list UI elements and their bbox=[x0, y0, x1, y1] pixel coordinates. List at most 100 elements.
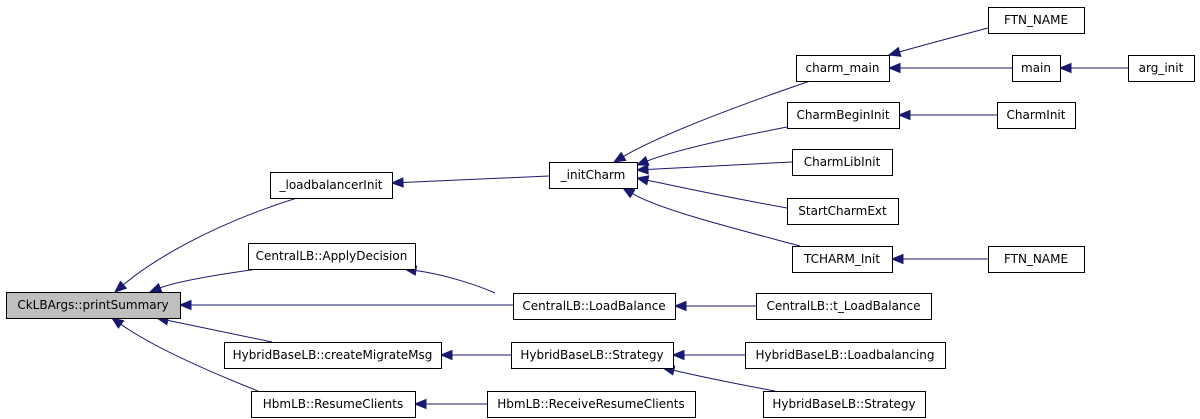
node-label: TCHARM_Init bbox=[803, 252, 880, 266]
edge-line bbox=[122, 197, 298, 286]
node-box bbox=[270, 172, 393, 199]
edge-strategy2-to-strategy1 bbox=[661, 365, 776, 392]
node-layer: CkLBArgs::printSummary_loadbalancerInitC… bbox=[6, 7, 1195, 418]
node-box bbox=[513, 293, 676, 320]
edge-loadbal-to-applydec bbox=[403, 265, 496, 294]
node-strategy2[interactable]: HybridBaseLB::Strategy bbox=[763, 391, 926, 418]
node-label: HybridBaseLB::Loadbalancing bbox=[755, 348, 934, 362]
node-box bbox=[997, 102, 1076, 129]
arrowhead-icon bbox=[635, 164, 649, 175]
edge-createmig-to-root bbox=[155, 315, 273, 343]
edge-line bbox=[646, 126, 788, 162]
node-charmbegin[interactable]: CharmBeginInit bbox=[787, 102, 900, 129]
node-arginit[interactable]: arg_init bbox=[1128, 55, 1195, 82]
node-label: charm_main bbox=[806, 61, 880, 75]
node-root[interactable]: CkLBArgs::printSummary bbox=[6, 292, 181, 319]
node-box bbox=[745, 342, 946, 369]
node-box bbox=[792, 246, 893, 273]
node-initcharm[interactable]: _initCharm bbox=[549, 162, 638, 189]
arrowhead-icon bbox=[113, 280, 128, 293]
arrowhead-icon bbox=[178, 299, 192, 311]
edge-line bbox=[646, 179, 788, 209]
node-box bbox=[487, 391, 696, 418]
node-box bbox=[248, 243, 416, 270]
node-label: CharmLibInit bbox=[804, 155, 881, 169]
node-ftn1[interactable]: FTN_NAME bbox=[988, 7, 1085, 34]
node-label: HybridBaseLB::createMigrateMsg bbox=[233, 348, 433, 362]
node-tcharm[interactable]: TCHARM_Init bbox=[792, 246, 893, 273]
node-label: HybridBaseLB::Strategy bbox=[520, 348, 663, 362]
arrowhead-icon bbox=[110, 317, 125, 329]
edge-strategy1-to-createmig bbox=[439, 349, 511, 361]
arrowhead-icon bbox=[612, 151, 627, 163]
node-box bbox=[1128, 55, 1195, 82]
arrowhead-icon bbox=[635, 175, 650, 186]
node-box bbox=[756, 293, 932, 320]
edge-line bbox=[631, 192, 801, 247]
arrowhead-icon bbox=[413, 398, 427, 410]
node-box bbox=[6, 292, 181, 319]
edge-line bbox=[646, 161, 793, 170]
arrowhead-icon bbox=[887, 46, 902, 57]
edge-line bbox=[898, 27, 989, 53]
edge-lbinit-to-root bbox=[113, 197, 298, 293]
node-box bbox=[792, 149, 893, 176]
node-loadbal[interactable]: CentralLB::LoadBalance bbox=[513, 293, 676, 320]
node-createmig[interactable]: HybridBaseLB::createMigrateMsg bbox=[224, 342, 442, 369]
edge-line bbox=[414, 269, 496, 294]
arrowhead-icon bbox=[148, 282, 163, 293]
arrowhead-icon bbox=[887, 62, 901, 74]
node-label: CentralLB::LoadBalance bbox=[522, 299, 665, 313]
edge-line bbox=[166, 319, 273, 343]
node-box bbox=[1012, 55, 1061, 82]
edge-charmbegin-to-initcharm bbox=[635, 126, 788, 166]
edge-lbing-to-strategy1 bbox=[671, 349, 745, 361]
arrowhead-icon bbox=[621, 187, 636, 199]
node-label: FTN_NAME bbox=[1004, 252, 1068, 266]
node-charmmain[interactable]: charm_main bbox=[796, 55, 890, 82]
arrowhead-icon bbox=[390, 177, 404, 188]
node-main[interactable]: main bbox=[1012, 55, 1061, 82]
node-ftn2[interactable]: FTN_NAME bbox=[988, 246, 1085, 273]
node-lbing[interactable]: HybridBaseLB::Loadbalancing bbox=[745, 342, 946, 369]
edge-line bbox=[159, 268, 259, 289]
node-applydec[interactable]: CentralLB::ApplyDecision bbox=[248, 243, 416, 270]
arrowhead-icon bbox=[671, 349, 685, 361]
edge-resumecl-to-root bbox=[110, 317, 259, 392]
node-label: main bbox=[1021, 61, 1051, 75]
node-startext[interactable]: StartCharmExt bbox=[787, 198, 899, 225]
edge-tcharm-to-initcharm bbox=[621, 187, 801, 247]
node-box bbox=[988, 7, 1085, 34]
edge-layer bbox=[110, 27, 1128, 410]
node-box bbox=[796, 55, 890, 82]
node-tloadbal[interactable]: CentralLB::t_LoadBalance bbox=[756, 293, 932, 320]
edge-initcharm-to-lbinit bbox=[390, 175, 550, 188]
node-label: HybridBaseLB::Strategy bbox=[772, 397, 915, 411]
node-label: HbmLB::ResumeClients bbox=[263, 397, 403, 411]
node-label: CentralLB::ApplyDecision bbox=[256, 249, 408, 263]
edge-line bbox=[119, 323, 259, 392]
arrowhead-icon bbox=[890, 253, 904, 265]
edge-ftn2-to-tcharm bbox=[890, 253, 988, 265]
edge-charminit-to-charmbegin bbox=[897, 109, 997, 121]
edge-charmmain-to-initcharm bbox=[612, 80, 811, 163]
node-box bbox=[511, 342, 674, 369]
node-box bbox=[988, 246, 1085, 273]
node-resumecl[interactable]: HbmLB::ResumeClients bbox=[251, 391, 416, 418]
node-box bbox=[549, 162, 638, 189]
edge-line bbox=[672, 369, 776, 392]
node-label: CkLBArgs::printSummary bbox=[17, 298, 168, 312]
node-charminit[interactable]: CharmInit bbox=[997, 102, 1076, 129]
arrowhead-icon bbox=[673, 300, 687, 312]
node-strategy1[interactable]: HybridBaseLB::Strategy bbox=[511, 342, 674, 369]
edge-loadbal-to-root bbox=[178, 299, 513, 311]
node-label: CharmInit bbox=[1007, 108, 1066, 122]
node-recvresume[interactable]: HbmLB::ReceiveResumeClients bbox=[487, 391, 696, 418]
node-label: StartCharmExt bbox=[798, 204, 887, 218]
node-lbinit[interactable]: _loadbalancerInit bbox=[270, 172, 393, 199]
node-box bbox=[787, 198, 899, 225]
node-label: HbmLB::ReceiveResumeClients bbox=[497, 397, 684, 411]
edge-recvresume-to-resumecl bbox=[413, 398, 487, 410]
arrowhead-icon bbox=[1058, 62, 1072, 74]
node-charmlib[interactable]: CharmLibInit bbox=[792, 149, 893, 176]
